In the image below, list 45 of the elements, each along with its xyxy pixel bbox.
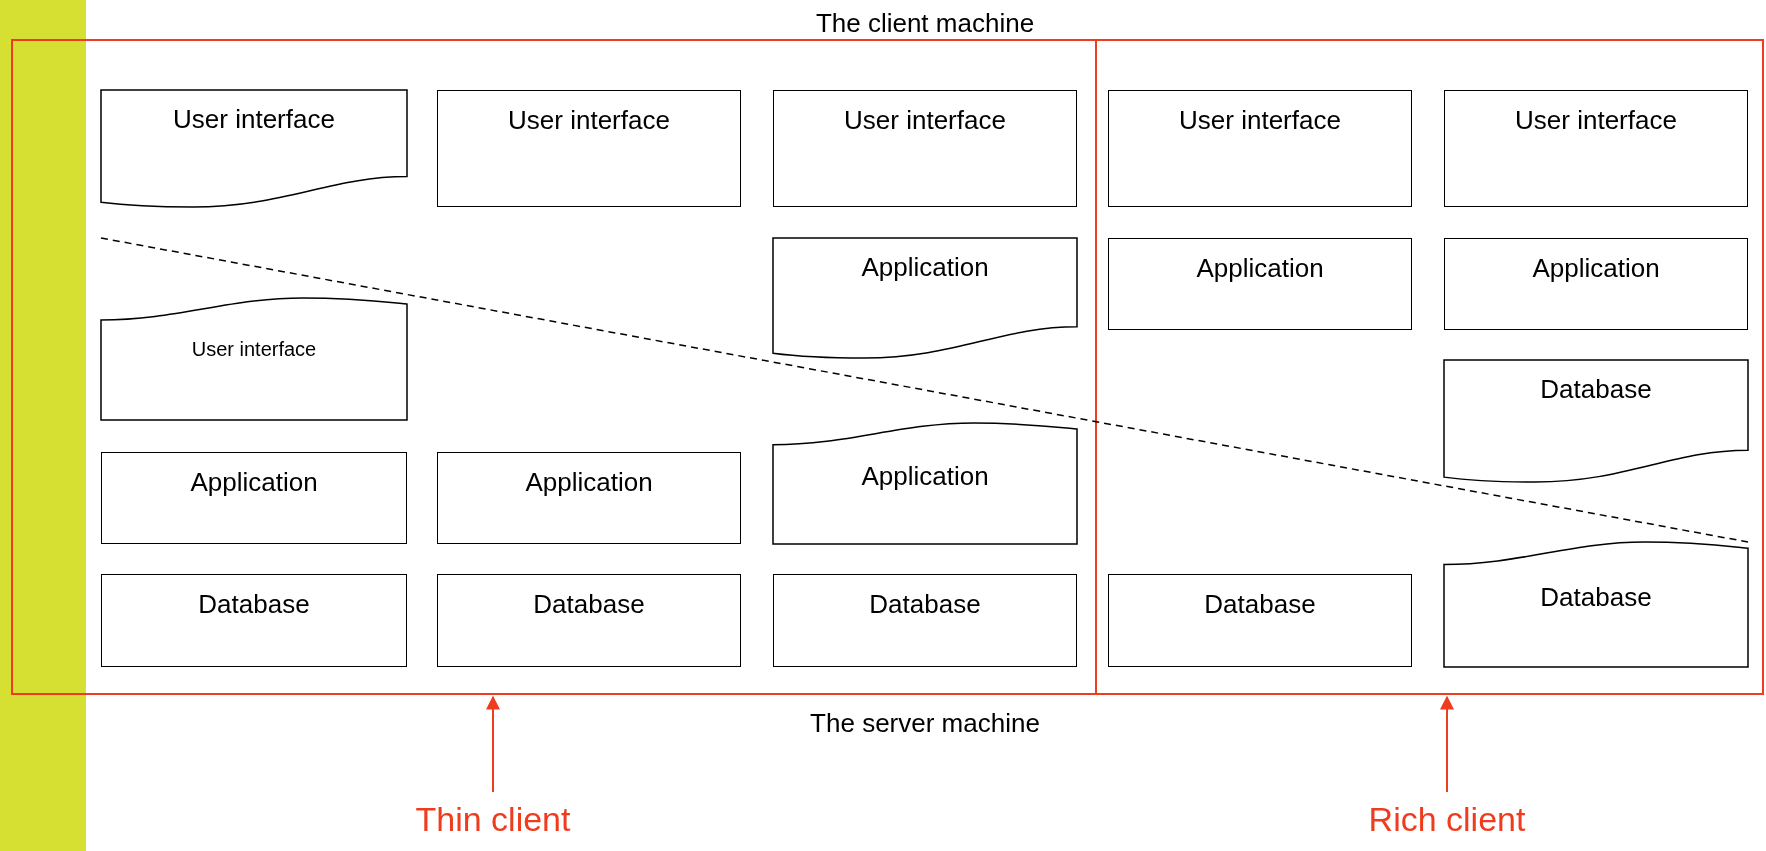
box-label: Application <box>189 467 319 498</box>
arrow <box>1440 695 1454 793</box>
tier-box <box>101 574 407 667</box>
box-label: Database <box>1539 582 1653 613</box>
wavy-tier-box <box>773 238 1077 358</box>
tier-box <box>1108 574 1412 667</box>
box-label: Application <box>860 252 990 283</box>
wavy-tier-box <box>101 298 407 420</box>
tier-box <box>1108 90 1412 207</box>
region-label: The client machine <box>814 8 1036 39</box>
box-label: User interface <box>507 105 671 136</box>
box-label: Database <box>1539 374 1653 405</box>
wavy-tier-box <box>1444 542 1748 667</box>
caption-text: Thin client <box>380 800 606 846</box>
tier-box <box>437 574 741 667</box>
wavy-tier-box <box>1444 360 1748 482</box>
arrow <box>486 695 500 793</box>
box-label: User interface <box>843 105 1007 136</box>
box-label: User interface <box>190 338 318 361</box>
box-label: User interface <box>1514 105 1678 136</box>
wavy-tier-box <box>101 90 407 207</box>
tier-box <box>437 90 741 207</box>
box-label: Database <box>532 589 646 620</box>
box-label: Database <box>1203 589 1317 620</box>
tier-box <box>773 90 1077 207</box>
tier-box <box>101 452 407 544</box>
box-label: Database <box>868 589 982 620</box>
tier-box <box>1444 90 1748 207</box>
box-label: Application <box>1195 253 1325 284</box>
tier-box <box>773 574 1077 667</box>
tier-box <box>437 452 741 544</box>
box-label: User interface <box>172 104 336 135</box>
frame-panel <box>11 39 1097 695</box>
side-bar <box>0 0 86 851</box>
box-label: Database <box>197 589 311 620</box>
region-label: The server machine <box>809 708 1041 739</box>
wavy-tier-box <box>773 423 1077 544</box>
box-label: Application <box>860 461 990 492</box>
box-label: Application <box>1531 253 1661 284</box>
caption-text: Rich client <box>1334 800 1560 846</box>
tier-box <box>1108 238 1412 330</box>
frame-panel <box>1095 39 1764 695</box>
tier-box <box>1444 238 1748 330</box>
box-label: Application <box>524 467 654 498</box>
box-label: User interface <box>1178 105 1342 136</box>
